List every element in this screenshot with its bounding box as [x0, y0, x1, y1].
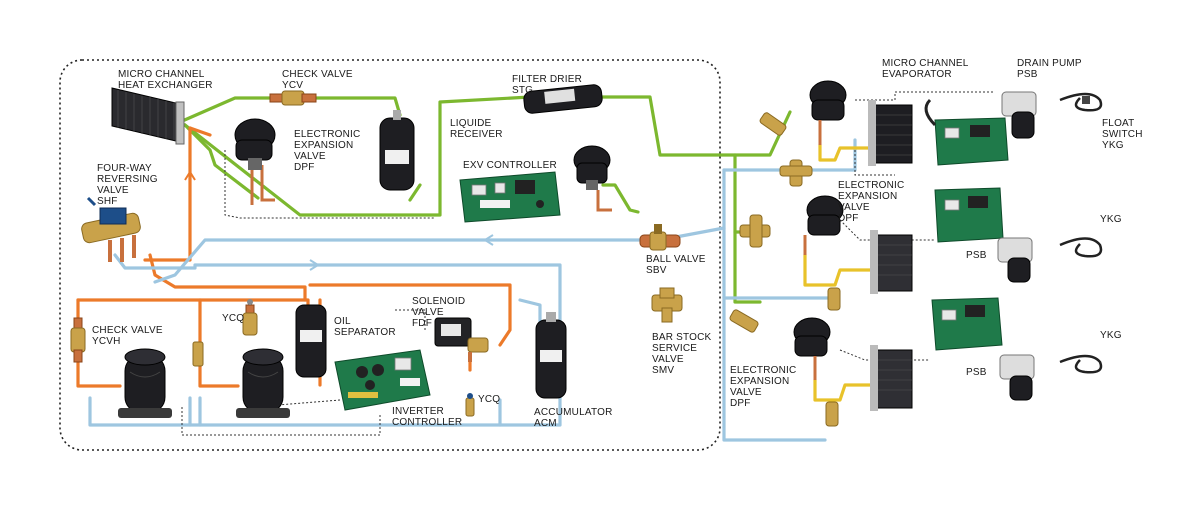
expansion-valve-icon	[234, 118, 276, 205]
label-ykg-bottom: YKG	[1100, 330, 1122, 341]
float-switch-icon	[1059, 354, 1103, 374]
service-valve-icon	[759, 112, 813, 187]
flow-arrow-icon	[483, 234, 494, 246]
label-psb-mid: PSB	[966, 250, 987, 261]
label-drain-pump: DRAIN PUMP PSB	[1017, 58, 1085, 80]
label-ycq-left: YCQ	[222, 313, 244, 324]
label-accumulator: ACCUMULATOR ACM	[534, 407, 616, 429]
expansion-valve-icon	[803, 195, 844, 255]
label-ykg-mid: YKG	[1100, 214, 1122, 225]
label-four-way-valve: FOUR-WAY REVERSING VALVE SHF	[97, 163, 161, 207]
service-valve-icon	[651, 287, 683, 323]
label-micro-channel-evaporator: MICRO CHANNEL EVAPORATOR	[882, 58, 971, 80]
expansion-valve-icon	[573, 145, 612, 212]
pcb-controller-icon	[934, 187, 1004, 243]
label-inverter-controller: INVERTER CONTROLLER	[392, 406, 462, 428]
receiver-tank-icon	[379, 110, 415, 191]
label-bar-stock-valve: BAR STOCK SERVICE VALVE SMV	[652, 332, 714, 376]
pcb-controller-icon	[924, 98, 1009, 166]
label-liquid-receiver: LIQUIDE RECEIVER	[450, 118, 503, 140]
check-valve-icon	[70, 317, 86, 363]
check-valve-icon	[465, 393, 475, 417]
oil-separator-icon	[295, 304, 327, 378]
label-solenoid-valve: SOLENOID VALVE FDF	[412, 296, 468, 329]
label-ycq-right: YCQ	[478, 394, 500, 405]
drain-pump-icon	[999, 354, 1035, 401]
flow-arrow-icon	[184, 170, 196, 181]
service-valve-icon	[739, 214, 841, 311]
heat-exchanger-icon	[111, 87, 185, 145]
expansion-valve-icon	[809, 80, 847, 145]
label-float-switch: FLOAT SWITCH YKG	[1102, 118, 1146, 151]
label-ball-valve: BALL VALVE SBV	[646, 254, 709, 276]
drain-pump-icon	[997, 237, 1033, 283]
float-switch-icon	[1059, 92, 1103, 112]
label-filter-drier: FILTER DRIER STG	[512, 74, 585, 96]
label-eev-mid: ELECTRONIC EXPANSION VALVE DPF	[838, 180, 907, 224]
label-micro-channel-heat-exchanger: MICRO CHANNEL HEAT EXCHANGER	[118, 69, 213, 91]
ball-valve-icon	[639, 224, 681, 251]
service-valve-icon	[729, 309, 839, 427]
compressor-icon	[236, 348, 290, 418]
suction-line-pipes	[88, 138, 857, 442]
accumulator-icon	[535, 312, 567, 399]
label-oil-separator: OIL SEPARATOR	[334, 316, 396, 338]
drain-pump-icon	[1001, 91, 1037, 139]
label-eev-bottom: ELECTRONIC EXPANSION VALVE DPF	[730, 365, 799, 409]
pcb-controller-icon	[931, 297, 1003, 351]
compressor-icon	[118, 341, 204, 418]
filter-drier-icon	[523, 84, 603, 114]
label-check-valve-ycvh: CHECK VALVE YCVH	[92, 325, 166, 347]
pcb-controller-icon	[459, 171, 561, 223]
label-psb-bottom: PSB	[966, 367, 987, 378]
pcb-controller-icon	[334, 349, 431, 411]
evaporator-icon	[868, 100, 913, 166]
check-valve-icon	[269, 90, 317, 106]
evaporator-inlet-pipes	[803, 143, 872, 402]
four-way-valve-icon	[81, 196, 141, 262]
check-valve-icon	[242, 299, 258, 336]
label-check-valve-ycv: CHECK VALVE YCV	[282, 69, 356, 91]
expansion-valve-icon	[793, 317, 831, 380]
solenoid-valve-icon	[434, 317, 489, 362]
float-switch-icon	[1059, 237, 1103, 258]
evaporator-icon	[870, 345, 913, 411]
flow-arrow-icon	[309, 259, 320, 271]
label-exv-controller: EXV CONTROLLER	[463, 160, 557, 171]
evaporator-icon	[870, 230, 913, 294]
label-eev-top: ELECTRONIC EXPANSION VALVE DPF	[294, 129, 363, 173]
